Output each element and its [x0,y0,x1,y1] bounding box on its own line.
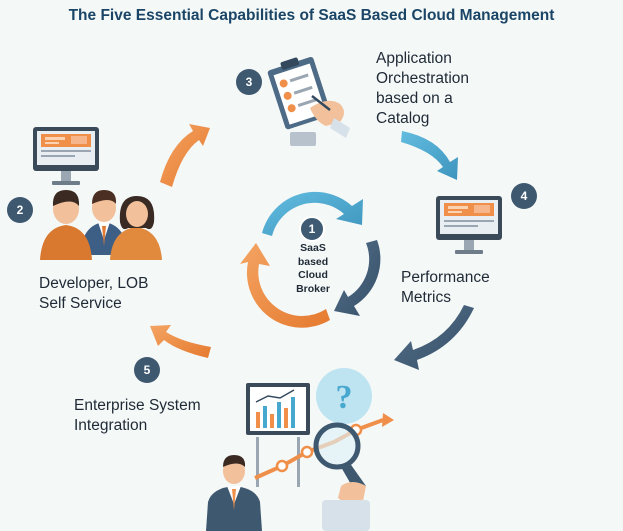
monitor-icon [33,127,99,185]
step-badge-3: 3 [236,69,262,95]
people-icon [40,190,162,260]
center-label-line: Cloud [298,269,328,281]
step-label-5: Enterprise System Integration [74,396,201,436]
cycle-arc-blue [262,191,363,236]
diagram-title: The Five Essential Capabilities of SaaS … [68,7,555,24]
step-badge-2: 2 [7,197,33,223]
step-label-2: Developer, LOB Self Service [39,274,148,314]
step-label-line: Catalog [376,110,430,127]
step-label-line: based on a [376,90,453,107]
businessman-icon [206,455,262,531]
svg-text:?: ? [336,379,353,416]
cycle-arc-navy [334,240,381,316]
step-badge-5: 5 [134,357,160,383]
step-label-4: Performance Metrics [401,268,490,308]
center-label-line: SaaS [300,242,326,254]
clipboard-checklist-icon [267,56,350,146]
arrow-3-to-4 [401,131,458,180]
cycle-arrows-icon [240,191,381,328]
step-label-line: Enterprise System [74,397,201,414]
monitor-icon-2 [436,196,502,254]
step-badge-4: 4 [511,183,537,209]
arrow-2-to-3 [160,124,210,187]
step-label-3: Application Orchestration based on a Cat… [376,49,469,129]
step-label-line: Metrics [401,289,451,306]
step-label-line: Developer, LOB [39,275,149,292]
step-label-line: Orchestration [376,70,470,87]
center-label: SaaS based Cloud Broker [285,242,341,296]
magnifier-icon [313,422,370,531]
step-label-line: Performance [401,269,490,286]
center-label-line: based [297,255,329,268]
growth-chart-icon [246,383,310,487]
step-label-line: Self Service [39,295,122,312]
arrow-5-to-2 [150,325,211,358]
step-label-line: Integration [74,417,148,434]
question-mark-icon: ? [316,368,372,424]
step-badge-1: 1 [299,216,325,242]
center-label-line: Broker [296,282,330,295]
step-label-line: Application [376,50,452,67]
arrow-4-to-5 [394,305,474,370]
cycle-arc-orange [240,243,330,328]
